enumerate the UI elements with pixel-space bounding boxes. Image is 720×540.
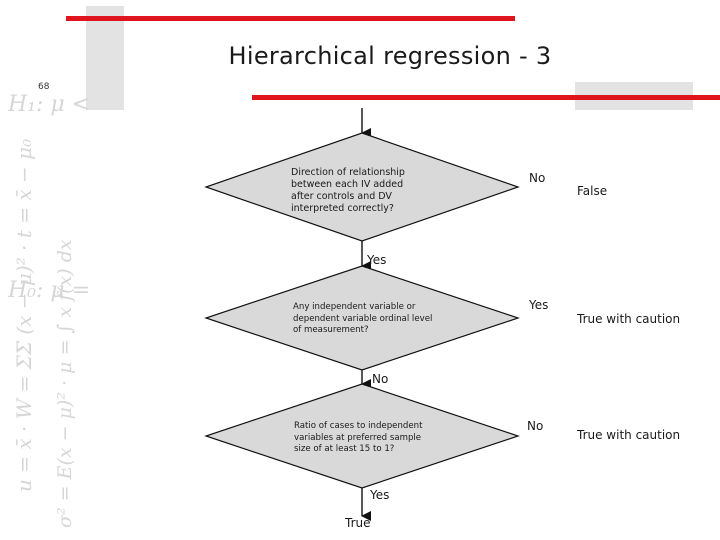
watermark-formula-1: H₁: μ < 0 [8,92,88,117]
final-outcome: True [345,516,371,530]
slide-number: 68 [38,82,50,92]
top-gray-block [86,6,124,110]
decision-1-side-label: No [529,171,546,185]
decision-2-down-label: No [372,372,389,386]
decision-3-down-label: Yes [370,488,390,502]
watermark-formula-3: H₀: μ = 0 [8,278,88,303]
decision-2-text: Any independent variable or dependent va… [293,302,433,335]
right-red-bar [252,95,720,100]
decision-3-side-outcome: True with caution [577,428,681,442]
decision-3-side-label: No [527,419,544,433]
decision-1-down-label: Yes [367,253,387,267]
top-red-bar [66,16,515,21]
slide-title: Hierarchical regression - 3 [228,42,552,70]
math-watermark: H₁: μ < 0 u = x̄ · W = ΣΣ (x − μ)² · t =… [8,92,88,532]
decision-2-side-outcome: True with caution [577,312,681,326]
decision-1-text: Direction of relationship between each I… [291,167,405,214]
decision-2-side-label: Yes [529,298,549,312]
decision-1-side-outcome: False [577,184,608,198]
decision-3-text: Ratio of cases to independent variables … [294,421,423,454]
